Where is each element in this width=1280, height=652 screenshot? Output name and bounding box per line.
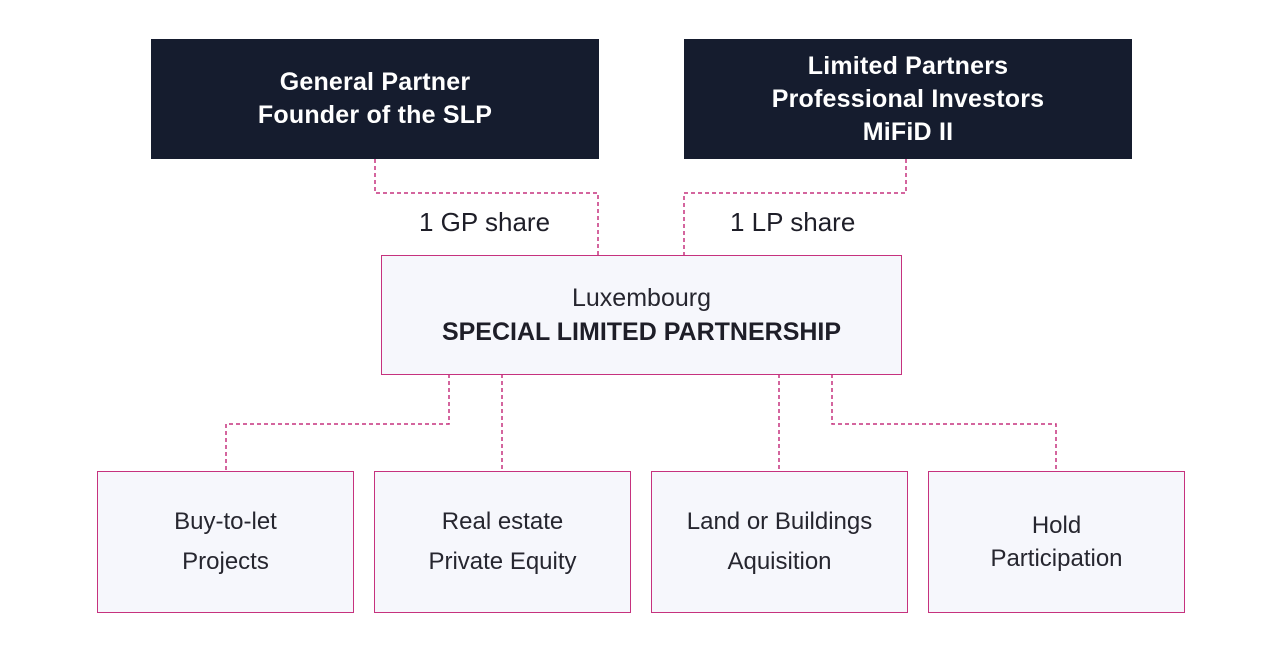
activity-box-buy-to-let: Buy-to-let Projects [97, 471, 354, 613]
gp-share-label: 1 GP share [419, 207, 551, 237]
connector-slp-to-hold [831, 374, 1057, 471]
general-partner-subtitle: Founder of the SLP [257, 101, 493, 129]
slp-jurisdiction: Luxembourg [572, 284, 711, 312]
limited-partners-subtitle: Professional Investors [771, 84, 1045, 113]
activity-label-line1: Real estate [441, 508, 564, 535]
slp-title: SPECIAL LIMITED PARTNERSHIP [441, 318, 842, 346]
activity-label-line2: Aquisition [727, 548, 832, 575]
general-partner-box: General Partner Founder of the SLP [151, 39, 599, 159]
limited-partners-box: Limited Partners Professional Investors … [684, 39, 1132, 159]
limited-partners-regulation: MiFiD II [862, 117, 954, 146]
slp-box: Luxembourg SPECIAL LIMITED PARTNERSHIP [381, 255, 902, 375]
activity-box-land-buildings: Land or Buildings Aquisition [651, 471, 908, 613]
activity-label-line1: Hold [1031, 512, 1082, 539]
activity-box-real-estate: Real estate Private Equity [374, 471, 631, 613]
activity-label-line2: Participation [990, 545, 1123, 572]
activity-box-hold: Hold Participation [928, 471, 1185, 613]
lp-share-label: 1 LP share [730, 207, 856, 237]
connector-lp-to-slp [683, 159, 907, 255]
connector-gp-to-slp [374, 159, 599, 255]
general-partner-title: General Partner [279, 68, 471, 96]
connector-slp-to-buy-to-let [225, 374, 450, 471]
activity-label-line2: Projects [182, 548, 269, 575]
activity-label-line2: Private Equity [428, 548, 577, 575]
activity-label-line1: Buy-to-let [174, 508, 277, 535]
limited-partners-title: Limited Partners [807, 51, 1009, 80]
activity-label-line1: Land or Buildings [686, 508, 873, 535]
